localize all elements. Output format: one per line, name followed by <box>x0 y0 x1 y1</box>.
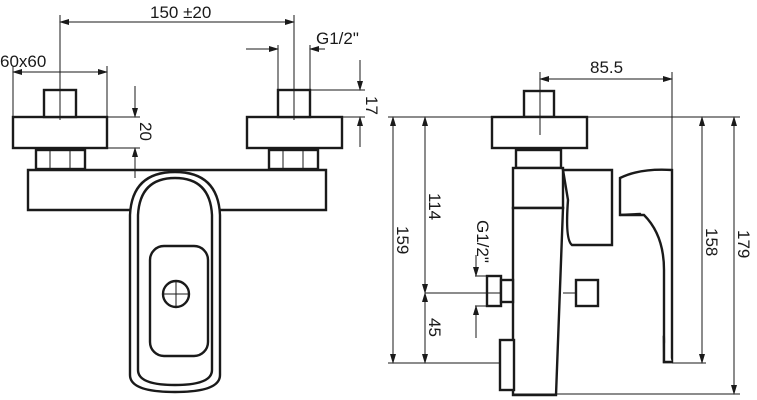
stem-height-label: 17 <box>362 96 381 115</box>
depth-dim-label: 85.5 <box>590 58 623 77</box>
outlet-height-label: 114 <box>425 193 444 220</box>
escutcheon-dim-label: 60x60 <box>0 52 46 71</box>
side-lever-front <box>620 213 672 364</box>
handle-height-label: 158 <box>702 228 721 256</box>
side-nut <box>514 148 563 170</box>
side-diverter-knob <box>574 278 600 308</box>
outlet-thread-label: G1/2" <box>473 220 492 263</box>
outlet-offset-label: 45 <box>425 318 444 337</box>
side-cartridge <box>561 168 614 247</box>
side-connector <box>511 166 565 210</box>
side-outlet <box>499 278 515 304</box>
front-view: 150 ±20 G1/2" 60x60 20 17 <box>0 3 381 394</box>
total-to-outlet-label: 159 <box>393 226 412 254</box>
width-dim-label: 150 ±20 <box>150 3 211 22</box>
escutcheon-height-label: 20 <box>136 122 155 141</box>
side-view: 85.5 159 114 45 G1/2" 158 179 <box>388 58 753 397</box>
side-bottom-part <box>498 338 516 392</box>
overall-height-label: 179 <box>734 230 753 258</box>
side-body <box>511 206 565 397</box>
side-outlet-thread <box>485 274 503 308</box>
thread-dim-label: G1/2" <box>316 29 359 48</box>
side-stem <box>522 89 556 119</box>
